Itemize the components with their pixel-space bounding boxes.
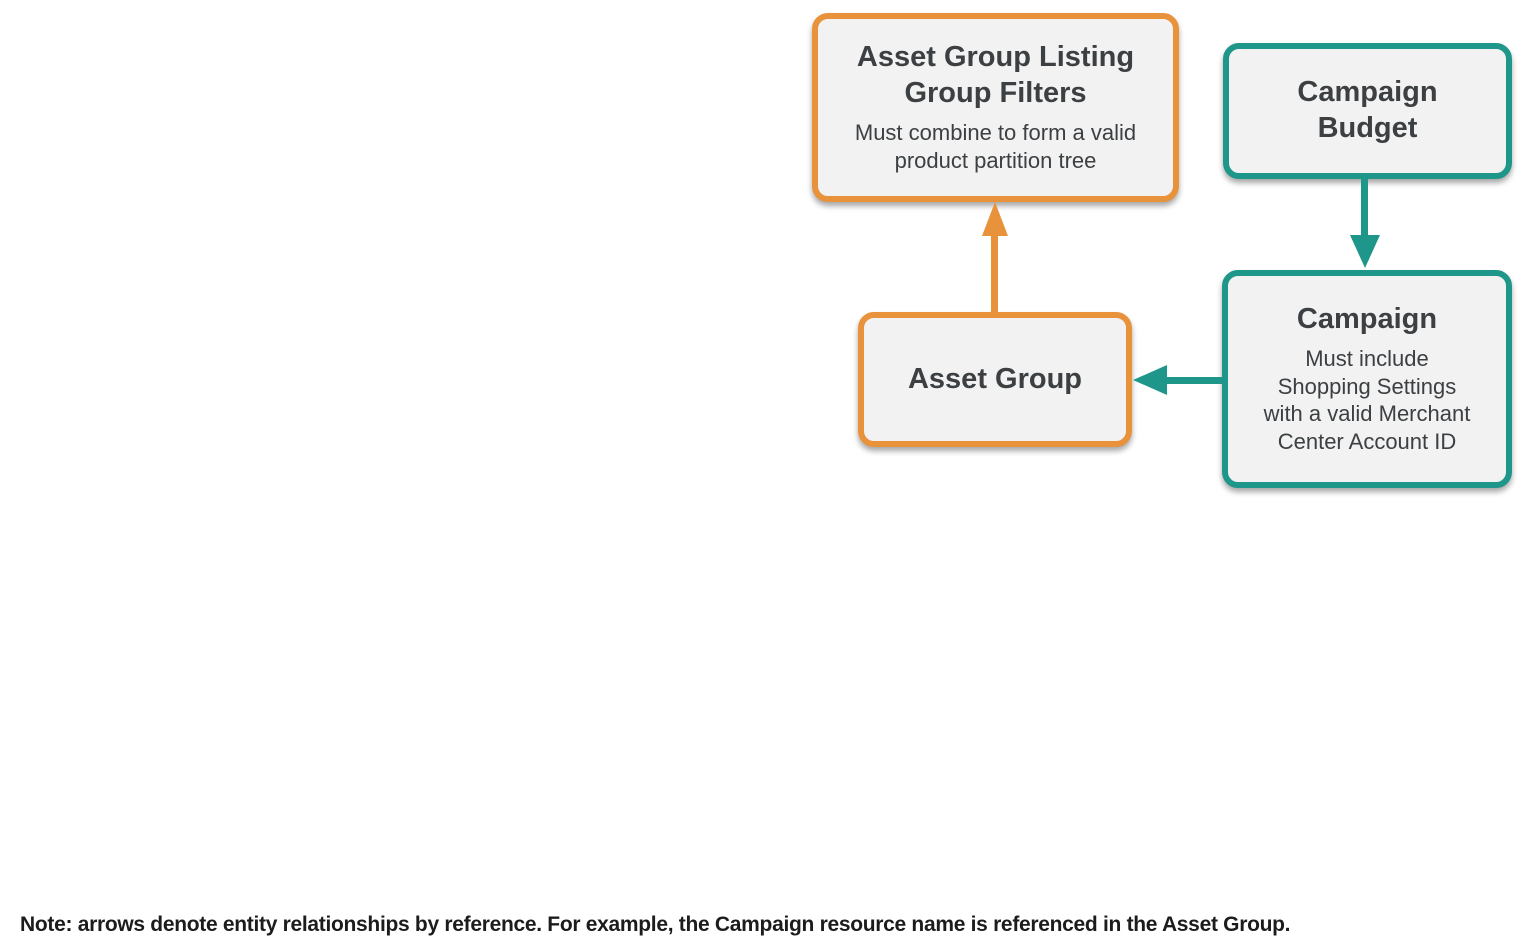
node-title: Asset Group [907,362,1083,395]
arrow-left-icon [1133,365,1167,395]
arrow-up-icon [982,202,1008,236]
arrow-campaign-to-asset-group-line [1164,377,1222,384]
node-title: Campaign Budget [1297,76,1438,144]
arrow-asset-group-to-listing-filters-line [991,233,998,312]
arrow-campaign-budget-to-campaign-line [1361,179,1368,238]
node-campaign-budget: Campaign Budget [1223,43,1512,179]
node-title: Campaign [1296,302,1438,335]
node-description: Must combine to form a valid product par… [854,120,1137,173]
node-title: Asset Group Listing Group Filters [856,41,1135,110]
note-text: Note: arrows denote entity relationships… [20,913,1291,936]
arrow-down-icon [1350,235,1380,268]
node-asset-group-listing-group-filters: Asset Group Listing Group Filters Must c… [812,13,1179,202]
node-campaign: Campaign Must include Shopping Settings … [1222,270,1512,488]
node-description: Must include Shopping Settings with a va… [1263,345,1471,455]
node-asset-group: Asset Group [858,312,1132,447]
